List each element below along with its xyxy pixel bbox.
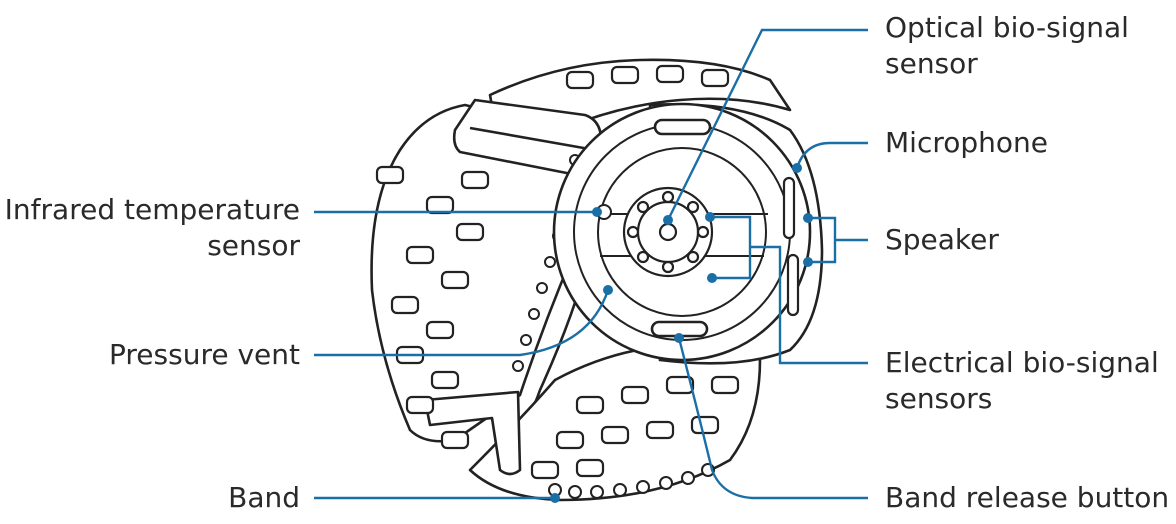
label-speaker: Speaker (885, 223, 999, 256)
leader-band-release (677, 337, 868, 500)
leader-lines (314, 28, 868, 500)
label-microphone: Microphone (885, 126, 1048, 159)
leader-optical (666, 28, 868, 221)
optical-sensor-cluster (622, 186, 714, 278)
label-band-release-button: Band release button (885, 481, 1170, 514)
leader-dots (550, 163, 813, 503)
label-pressure-vent: Pressure vent (109, 338, 300, 371)
watch-side-slots (782, 176, 800, 317)
label-optical-line1: Optical bio-signal (885, 11, 1129, 44)
leader-electrical (710, 215, 868, 365)
leader-microphone (795, 141, 868, 169)
label-infrared-sensor: Infrared temperature sensor (0, 192, 300, 264)
label-electrical-line1: Electrical bio-signal (885, 346, 1159, 379)
label-electrical-line2: sensors (885, 382, 993, 415)
leader-speaker (808, 216, 868, 264)
label-optical-line2: sensor (885, 47, 978, 80)
label-infrared-line1: Infrared temperature (4, 193, 300, 226)
label-band: Band (228, 481, 300, 514)
label-optical-sensor: Optical bio-signal sensor (885, 10, 1129, 82)
leader-pressure (314, 289, 610, 357)
label-electrical-sensors: Electrical bio-signal sensors (885, 345, 1159, 417)
label-infrared-line2: sensor (207, 229, 300, 262)
